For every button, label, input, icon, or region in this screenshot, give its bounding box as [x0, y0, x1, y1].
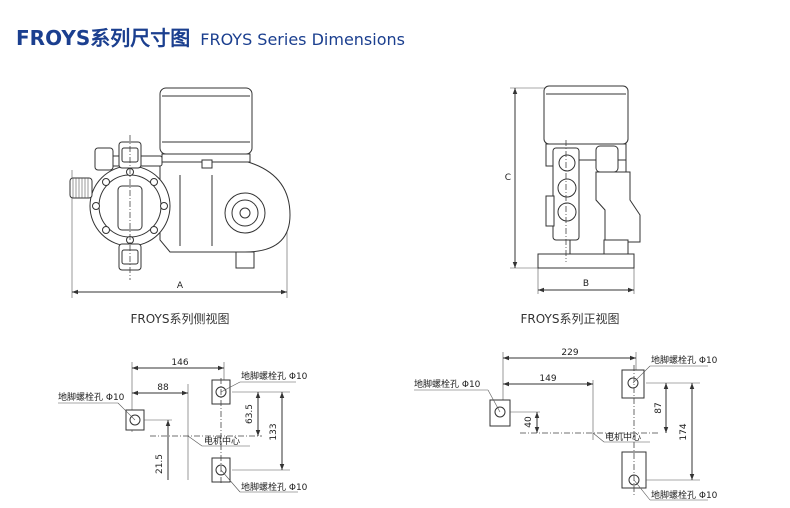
- dim-21-5-label: 21.5: [155, 454, 165, 474]
- hole-top-right-label: 地脚螺栓孔 Φ10: [651, 354, 718, 366]
- dim-133-label: 133: [269, 423, 279, 440]
- hole-left-right-label: 地脚螺栓孔 Φ10: [414, 378, 481, 390]
- hole-left-left-label: 地脚螺栓孔 Φ10: [58, 391, 125, 403]
- hole-bottom-right-label: 地脚螺栓孔 Φ10: [651, 489, 718, 501]
- base-right-drawing: 229 149 87 174 40 地脚螺栓孔 Φ10 地脚螺栓孔 Φ1: [414, 348, 718, 501]
- front-base: [537, 253, 635, 269]
- dim-149-label: 149: [539, 374, 556, 384]
- dim-40-label: 40: [524, 416, 534, 428]
- title-english: FROYS Series Dimensions: [200, 30, 405, 49]
- hole-left-right: [489, 399, 511, 427]
- side-view-caption: FROYS系列侧视图: [130, 312, 230, 326]
- dim-146-label: 146: [171, 358, 188, 368]
- motor-center-right-label: 电机中心: [605, 431, 641, 443]
- dim-63-5-label: 63.5: [245, 404, 255, 424]
- stroke-knob: [69, 177, 93, 199]
- dim-174-label: 174: [679, 423, 689, 440]
- motor-cap: [159, 87, 253, 155]
- dim-87-label: 87: [654, 402, 664, 413]
- dim-b-label: B: [583, 279, 589, 289]
- dim-a-label: A: [177, 281, 184, 291]
- motor-foot: [235, 251, 255, 269]
- title-chinese: FROYS系列尺寸图: [16, 26, 191, 50]
- hole-top-right: [621, 369, 645, 399]
- motor-center-left-label: 电机中心: [204, 435, 240, 447]
- dim-88-label: 88: [157, 383, 169, 393]
- base-left-drawing: 146 88 63.5 133 21.5 地脚螺栓孔 Φ10 地脚螺栓孔: [58, 358, 308, 493]
- front-view-caption: FROYS系列正视图: [520, 312, 620, 326]
- dim-229-label: 229: [561, 348, 578, 358]
- front-motor-cap: [543, 85, 629, 145]
- front-view-drawing: C B: [505, 85, 641, 294]
- hole-bottom-left-label: 地脚螺栓孔 Φ10: [241, 481, 308, 493]
- page-title: FROYS系列尺寸图 FROYS Series Dimensions: [16, 22, 405, 54]
- dim-c-label: C: [505, 173, 511, 183]
- side-view-drawing: A: [69, 87, 291, 298]
- hole-top-left-label: 地脚螺栓孔 Φ10: [241, 370, 308, 382]
